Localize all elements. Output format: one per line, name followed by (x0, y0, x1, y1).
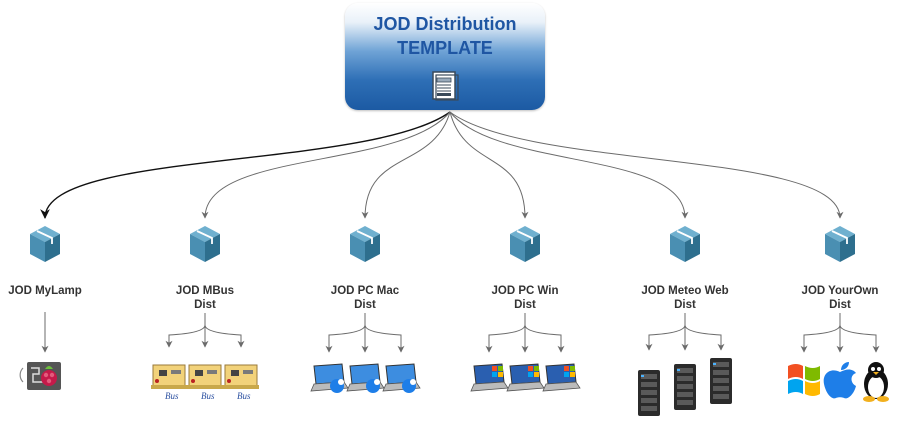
connector-root-to-yourown (449, 111, 844, 219)
mbus-board-icon: Bus (151, 364, 187, 401)
connector-node-to-target (839, 313, 880, 353)
node-label-mbus[interactable]: JOD MBus Dist (175, 285, 235, 311)
targets-meteo (638, 313, 732, 416)
node-label-pcwin[interactable]: JOD PC Win Dist (491, 285, 559, 311)
windows-laptop-icon (542, 363, 581, 392)
package-cube-icon (825, 226, 855, 262)
mbus-board-icon: Bus (187, 364, 223, 401)
server-tower-icon (674, 364, 696, 410)
root-title: JOD Distribution (373, 14, 517, 34)
connector-node-to-target (684, 313, 725, 351)
connector-node-to-target (165, 313, 206, 348)
mac-laptop-icon (346, 363, 385, 393)
targets-pcwin (470, 313, 581, 392)
connector-root-to-mylamp (40, 111, 451, 219)
windows-laptop-icon (506, 363, 545, 392)
server-tower-icon (710, 358, 732, 404)
targets-mylamp (19, 312, 61, 390)
svg-text:Bus: Bus (165, 391, 179, 401)
package-cube-icon (510, 226, 540, 262)
connector-node-to-target (204, 313, 245, 348)
connector-node-to-target (645, 313, 686, 351)
connector-node-to-target (485, 313, 526, 353)
root-node-template[interactable]: JOD Distribution TEMPLATE (345, 3, 545, 110)
svg-text:Bus: Bus (201, 391, 215, 401)
mac-laptop-icon (382, 363, 421, 393)
connector-root-to-pcmac (361, 111, 451, 219)
package-cube-icon (350, 226, 380, 262)
connector-node-to-target (800, 313, 841, 353)
targets-yourown (788, 313, 889, 402)
svg-text:Bus: Bus (237, 391, 251, 401)
mbus-board-icon: Bus (223, 364, 259, 401)
connector-node-to-target (524, 313, 565, 353)
windows-logo-icon (788, 364, 820, 396)
connector-root-to-pcwin (449, 111, 529, 219)
package-cube-icon (30, 226, 60, 262)
root-subtitle: TEMPLATE (397, 38, 493, 58)
node-label-pcmac[interactable]: JOD PC Mac Dist (330, 285, 400, 311)
package-cube-icon (670, 226, 700, 262)
connector-node-to-target (364, 313, 405, 353)
targets-mbus: Bus Bus Bus (151, 313, 259, 401)
mac-laptop-icon (310, 363, 349, 393)
server-tower-icon (638, 370, 660, 416)
node-label-mylamp[interactable]: JOD MyLamp (8, 285, 82, 297)
package-cube-icon (190, 226, 220, 262)
targets-pcmac (310, 313, 421, 393)
apple-logo-icon (823, 362, 856, 399)
connector-root-to-mbus (201, 111, 451, 219)
raspberry-pi-board-icon (19, 362, 61, 390)
connector-root-to-meteo (449, 111, 689, 219)
node-label-yourown[interactable]: JOD YourOwn Dist (801, 285, 879, 311)
template-document-icon (432, 71, 459, 101)
linux-penguin-icon (863, 362, 889, 402)
connector-node-to-target (325, 313, 366, 353)
node-label-meteo[interactable]: JOD Meteo Web Dist (641, 285, 729, 311)
windows-laptop-icon (470, 363, 509, 392)
